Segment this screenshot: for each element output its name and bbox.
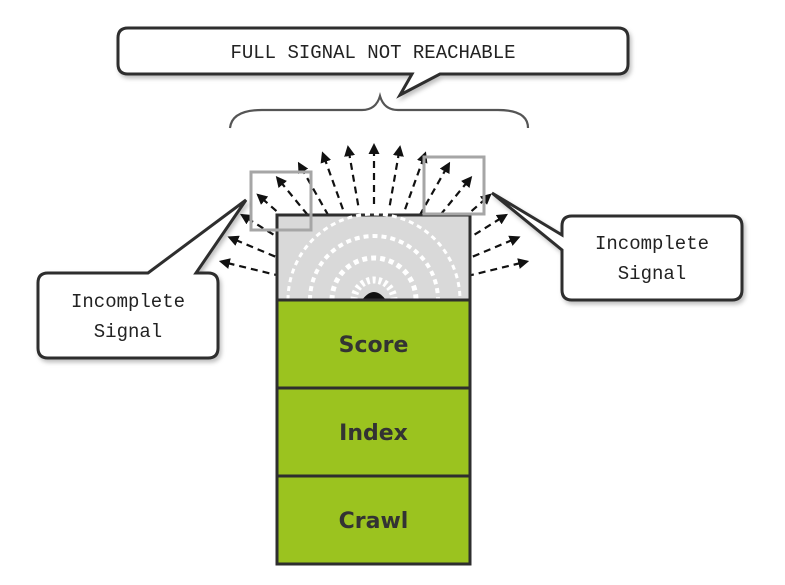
signal-wave xyxy=(350,276,398,301)
signal-arrow xyxy=(466,258,530,278)
signal-arrow xyxy=(344,145,360,206)
signal-arrow xyxy=(275,175,317,225)
layer-crawl-box xyxy=(275,474,472,566)
signal-arrows xyxy=(218,142,530,278)
signal-wave xyxy=(286,212,462,301)
signal-arrow xyxy=(218,258,282,278)
signal-wave xyxy=(329,255,419,301)
layer-crawl: Crawl xyxy=(275,474,472,566)
signal-arrow xyxy=(227,235,287,263)
right-callout xyxy=(491,191,744,302)
signal-wave xyxy=(308,234,440,301)
signal-waves xyxy=(286,212,462,301)
layer-score-label: Score xyxy=(339,333,409,358)
top-callout xyxy=(116,26,630,99)
left-callout xyxy=(36,198,248,360)
layer-index: Index xyxy=(275,386,472,478)
signal-arrow xyxy=(388,145,404,206)
curly-brace xyxy=(228,92,530,129)
layer-index-label: Index xyxy=(339,421,408,446)
top-callout-text: FULL SIGNAL NOT REACHABLE xyxy=(230,42,515,64)
signal-arrow xyxy=(404,151,428,210)
layer-score: Score xyxy=(275,298,472,390)
left-callout-line2: Signal xyxy=(94,321,162,343)
signal-arrow xyxy=(431,175,473,225)
right-callout-line2: Signal xyxy=(618,263,686,285)
incomplete-signal-highlight-right xyxy=(422,155,486,216)
signal-source-icon xyxy=(362,292,386,300)
signal-arrow xyxy=(418,161,451,217)
incomplete-signal-highlight-left xyxy=(249,170,313,232)
right-callout-line1: Incomplete xyxy=(595,233,709,255)
signal-arrow xyxy=(320,151,344,210)
signal-arrow xyxy=(461,235,521,263)
left-callout-line1: Incomplete xyxy=(71,291,185,313)
layer-crawl-label: Crawl xyxy=(339,509,409,534)
signal-arrow xyxy=(453,213,508,249)
layer-score-box xyxy=(275,298,472,390)
layer-index-box xyxy=(275,386,472,478)
